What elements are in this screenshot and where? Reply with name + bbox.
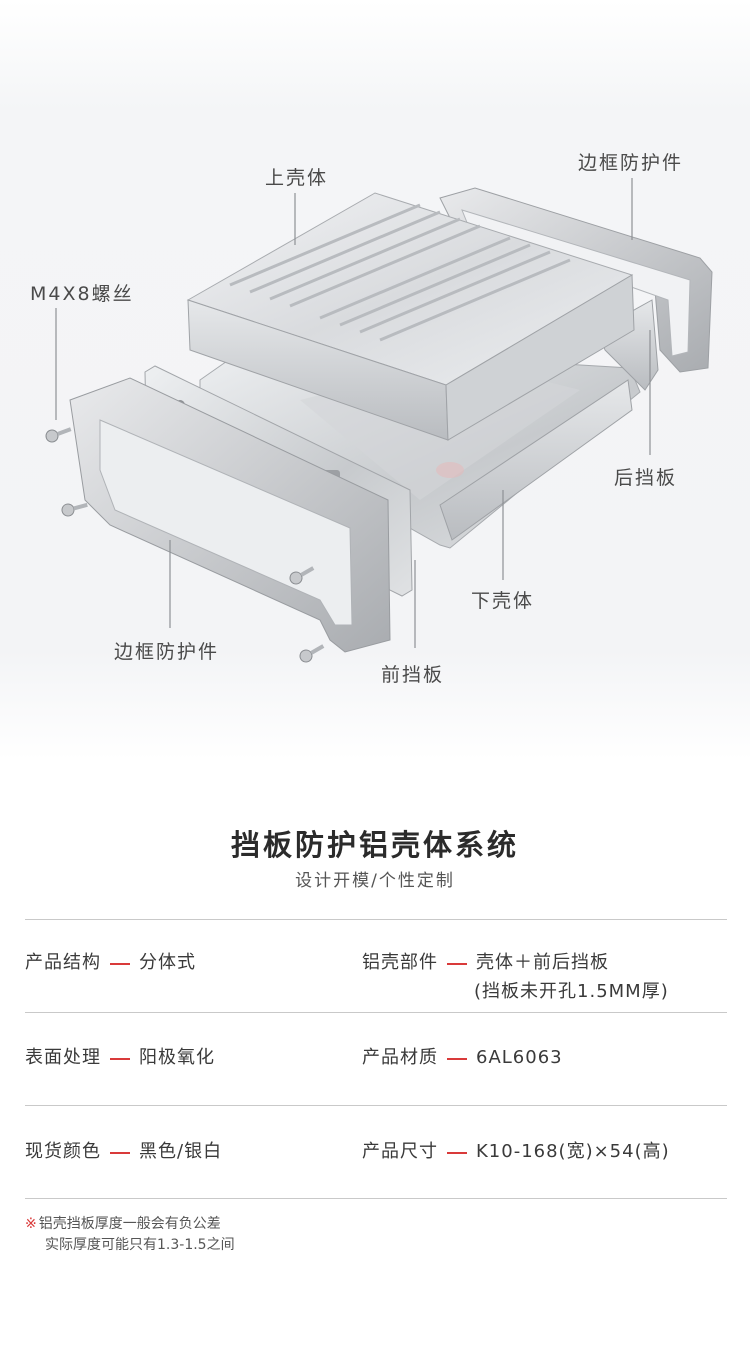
spec-value: K10-168(宽)×54(高) [476,1141,670,1162]
spec-name: 产品材质 [362,1047,438,1068]
note-line-1: 铝壳挡板厚度一般会有负公差 [38,1216,221,1232]
thickness-note: ※铝壳挡板厚度一般会有负公差 实际厚度可能只有1.3-1.5之间 [25,1214,235,1256]
label-rear-frame-protector: 边框防护件 [578,152,684,174]
spec-structure: 产品结构 分体式 [25,948,196,974]
front-frame-protector [69,377,391,653]
label-screw: M4X8螺丝 [30,283,134,305]
spec-dash [110,1152,130,1154]
spec-dash [447,1152,467,1154]
spec-dash [110,1058,130,1060]
spec-color: 现货颜色 黑色/银白 [25,1137,222,1163]
spec-name: 铝壳部件 [362,952,438,973]
label-upper-shell: 上壳体 [265,167,329,189]
spec-parts: 铝壳部件 壳体＋前后挡板 [362,948,609,974]
upper-shell [186,192,635,441]
leader-lines [55,178,651,648]
page-title: 挡板防护铝壳体系统 [230,828,519,862]
screw-group [45,427,325,663]
spec-dash [110,963,130,965]
product-exploded-view: 上壳体 边框防护件 M4X8螺丝 后挡板 下壳体 边框防护件 前挡板 [0,0,750,760]
divider [25,1198,727,1199]
spec-size: 产品尺寸 K10-168(宽)×54(高) [362,1137,670,1163]
spec-name: 现货颜色 [25,1141,101,1162]
spec-name: 产品尺寸 [362,1141,438,1162]
divider [25,1012,727,1013]
label-lower-shell: 下壳体 [471,590,535,612]
enclosure-illustration [45,178,713,663]
note-line-2: 实际厚度可能只有1.3-1.5之间 [45,1237,235,1253]
label-front-frame-protector: 边框防护件 [114,641,220,663]
spec-name: 产品结构 [25,952,101,973]
spec-name: 表面处理 [25,1047,101,1068]
label-rear-panel: 后挡板 [614,467,678,489]
divider [25,919,727,920]
divider [25,1105,727,1106]
spec-value: 阳极氧化 [139,1047,215,1068]
spec-dash [447,963,467,965]
spec-parts-extra: (挡板未开孔1.5MM厚) [474,981,669,1002]
spec-material: 产品材质 6AL6063 [362,1043,563,1069]
spec-surface: 表面处理 阳极氧化 [25,1043,215,1069]
label-front-panel: 前挡板 [381,664,445,686]
page-subtitle: 设计开模/个性定制 [295,871,455,891]
spec-value: 分体式 [139,952,196,973]
note-mark: ※ [25,1216,37,1232]
spec-value: 6AL6063 [476,1047,563,1068]
spec-value: 黑色/银白 [139,1141,223,1162]
spec-value: 壳体＋前后挡板 [476,952,609,973]
spec-dash [447,1058,467,1060]
